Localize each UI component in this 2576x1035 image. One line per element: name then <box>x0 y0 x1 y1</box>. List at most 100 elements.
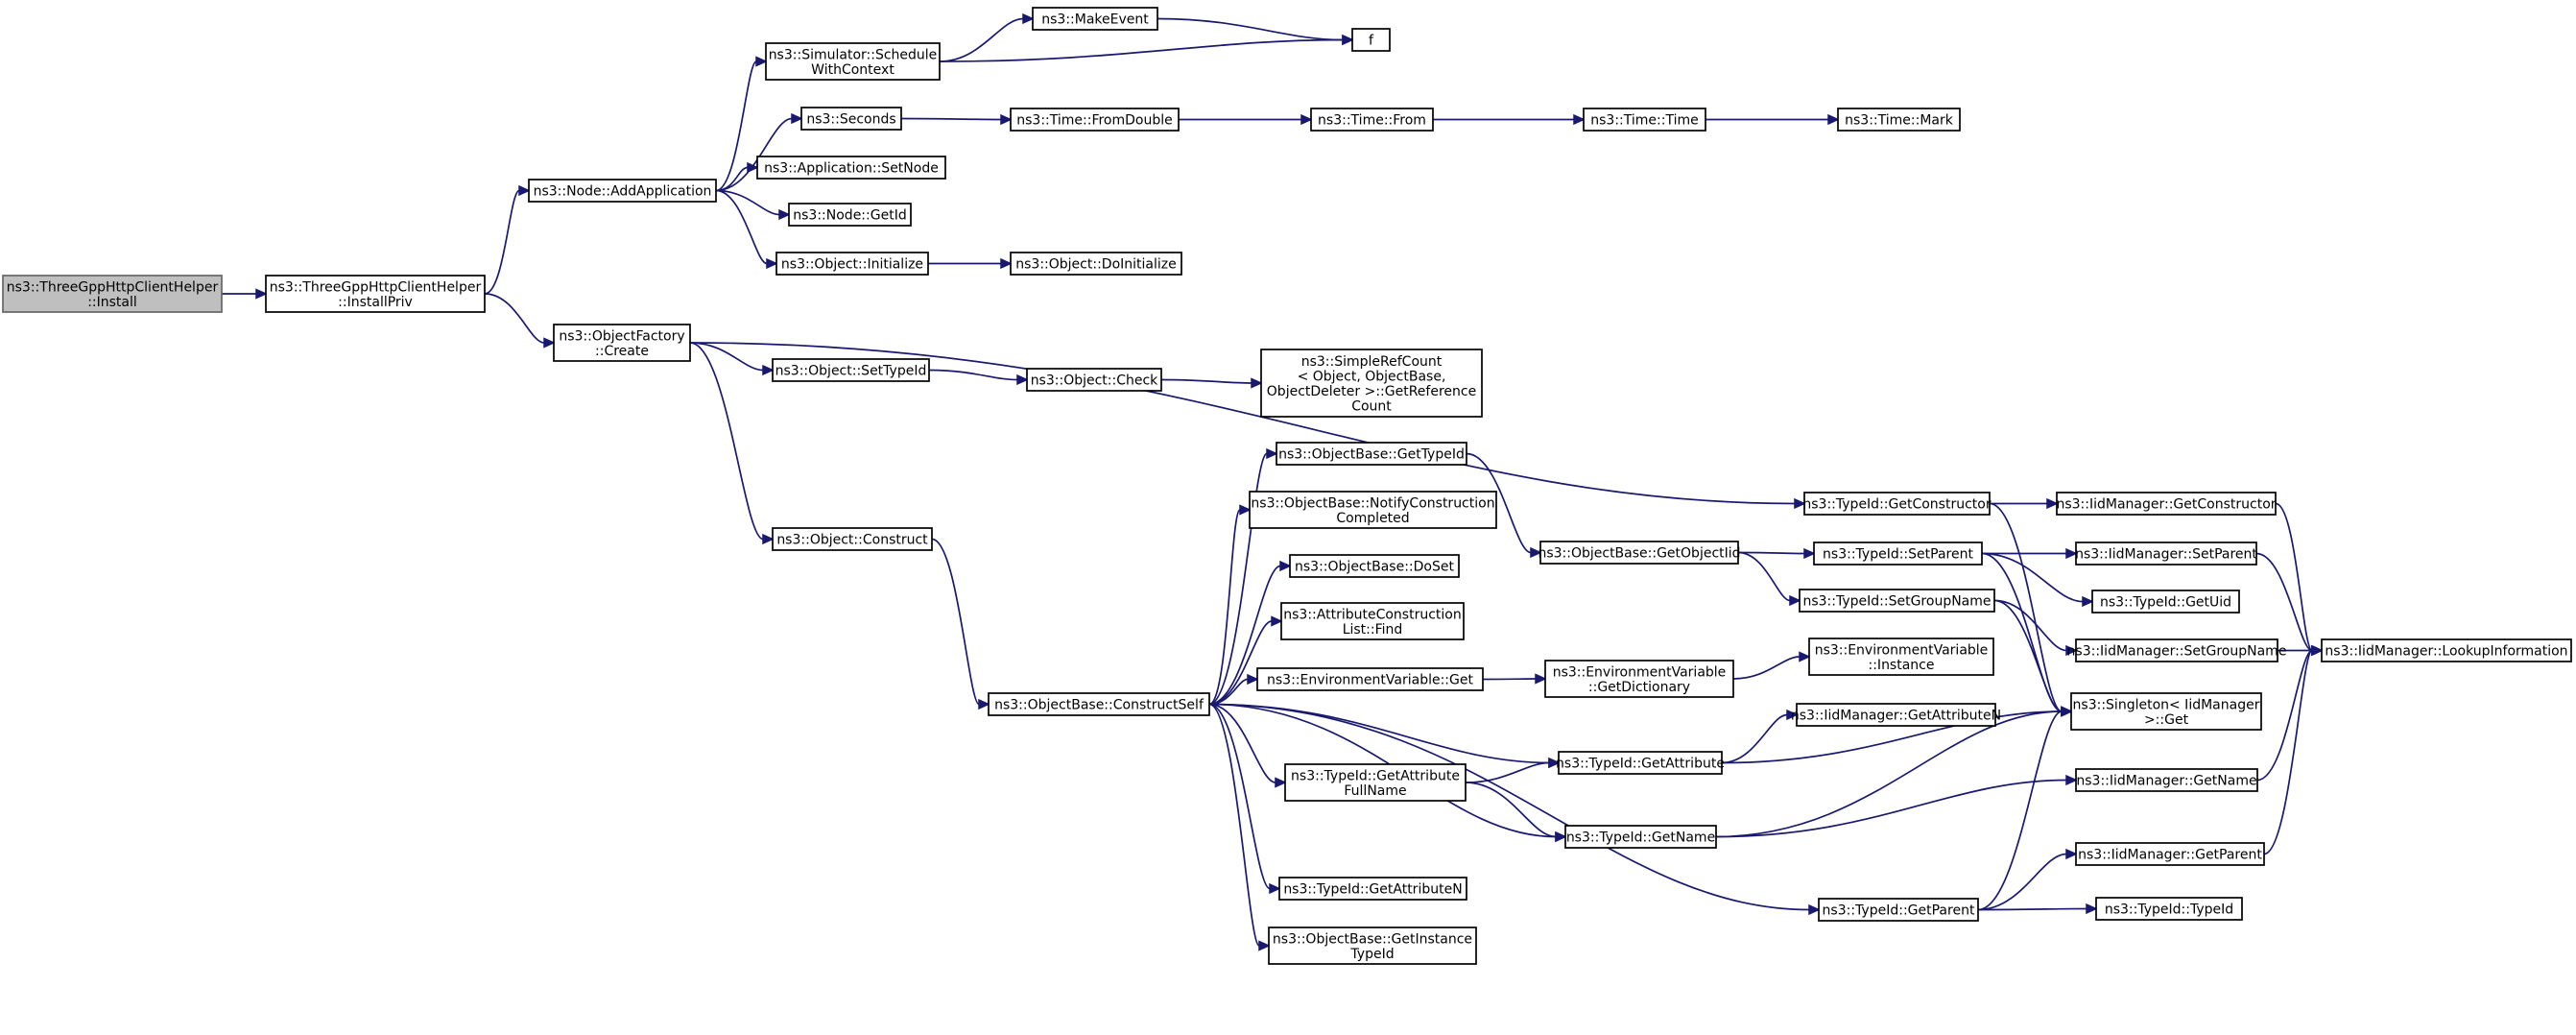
node-getattrn[interactable]: ns3::TypeId::GetAttributeN <box>1278 877 1467 901</box>
node-notifyconst[interactable]: ns3::ObjectBase::NotifyConstructionCompl… <box>1249 491 1497 529</box>
node-timefrom[interactable]: ns3::Time::From <box>1310 108 1434 132</box>
node-objinit[interactable]: ns3::Object::Initialize <box>775 252 929 276</box>
node-getconstructor[interactable]: ns3::TypeId::GetConstructor <box>1802 492 1992 516</box>
node-addapp[interactable]: ns3::Node::AddApplication <box>528 179 717 203</box>
edge-arrowhead <box>762 533 775 545</box>
edge-installpriv-to-objfactory <box>484 293 556 349</box>
edge-arrowhead <box>1342 34 1354 46</box>
node-objfactory[interactable]: ns3::ObjectFactory::Create <box>553 324 691 362</box>
node-envinstance[interactable]: ns3::EnvironmentVariable::Instance <box>1808 638 1994 676</box>
node-objconstruct[interactable]: ns3::Object::Construct <box>772 527 933 551</box>
node-label: ns3::Time::From <box>1318 113 1426 129</box>
node-envget[interactable]: ns3::EnvironmentVariable::Get <box>1256 667 1484 691</box>
node-box <box>1278 877 1467 901</box>
node-refcount[interactable]: ns3::SimpleRefCount< Object, ObjectBase,… <box>1260 349 1483 418</box>
edge-arrowhead <box>1279 560 1292 572</box>
node-label: ns3::IidManager::GetConstructor <box>2056 497 2276 513</box>
node-label: ns3::ObjectFactory <box>559 328 684 344</box>
node-timemark[interactable]: ns3::Time::Mark <box>1837 108 1961 132</box>
edge-fromdouble-to-timefrom <box>1179 113 1313 126</box>
node-label: ns3::Object::Construct <box>776 533 928 548</box>
edge-line <box>715 189 780 216</box>
node-tgetattribute[interactable]: ns3::TypeId::GetAttribute <box>1556 751 1725 775</box>
node-box <box>756 156 946 180</box>
node-doinit[interactable]: ns3::Object::DoInitialize <box>1010 252 1182 276</box>
node-iidgetname[interactable]: ns3::IidManager::GetName <box>2075 768 2258 792</box>
node-box <box>1558 751 1723 775</box>
edge-arrowhead <box>2065 848 2078 860</box>
node-iidsetgroup[interactable]: ns3::IidManager::SetGroupName <box>2067 638 2287 662</box>
edge-iidgetparent-to-lookupinfo <box>2263 644 2324 855</box>
edge-constructself-to-getattrn <box>1208 703 1281 895</box>
node-typeidtypeid[interactable]: ns3::TypeId::TypeId <box>2095 897 2243 921</box>
node-box <box>1260 349 1483 418</box>
node-settypeid[interactable]: ns3::Object::SetTypeId <box>772 358 930 382</box>
node-label: ::Create <box>595 344 649 359</box>
node-obgettypeid[interactable]: ns3::ObjectBase::GetTypeId <box>1276 442 1467 466</box>
edge-install-to-installpriv <box>222 288 268 300</box>
node-box <box>1026 368 1162 392</box>
node-label: ns3::TypeId::GetUid <box>2100 595 2231 611</box>
node-setparent[interactable]: ns3::TypeId::SetParent <box>1813 542 1983 566</box>
node-label: Completed <box>1336 511 1409 526</box>
edge-line <box>928 369 1018 381</box>
node-box <box>800 107 902 131</box>
node-box <box>988 692 1210 716</box>
node-installpriv[interactable]: ns3::ThreeGppHttpClientHelper::InstallPr… <box>265 275 486 313</box>
node-tgetname[interactable]: ns3::TypeId::GetName <box>1564 825 1717 849</box>
edge-arrowhead <box>2086 903 2098 915</box>
node-box <box>772 527 933 551</box>
node-constructself[interactable]: ns3::ObjectBase::ConstructSelf <box>988 692 1210 716</box>
node-setgroupname[interactable]: ns3::TypeId::SetGroupName <box>1799 589 1995 613</box>
edge-arrowhead <box>1803 547 1816 560</box>
node-box <box>1284 763 1467 802</box>
edge-line <box>1482 678 1537 681</box>
node-objcheck[interactable]: ns3::Object::Check <box>1026 368 1162 392</box>
node-box <box>1837 108 1961 132</box>
edge-line <box>1989 502 2063 712</box>
node-label: FullName <box>1344 783 1406 799</box>
node-label: ns3::Object::Initialize <box>781 257 923 273</box>
node-setnode[interactable]: ns3::Application::SetNode <box>756 156 946 180</box>
edge-constructself-to-notifyconst <box>1208 504 1252 706</box>
node-getuid[interactable]: ns3::TypeId::GetUid <box>2091 590 2240 614</box>
node-label: ns3::Seconds <box>806 112 895 128</box>
node-label: ns3::TypeId::SetParent <box>1823 547 1973 563</box>
edge-addapp-to-objinit <box>715 189 778 270</box>
node-install[interactable]: ns3::ThreeGppHttpClientHelper::Install <box>2 275 223 313</box>
node-nodegetid[interactable]: ns3::Node::GetId <box>788 203 912 227</box>
node-box <box>2 275 223 313</box>
edge-arrowhead <box>1827 113 1840 126</box>
edge-line <box>1160 378 1252 384</box>
node-doset[interactable]: ns3::ObjectBase::DoSet <box>1289 554 1460 578</box>
node-fromdouble[interactable]: ns3::Time::FromDouble <box>1010 108 1180 132</box>
node-iidgetparent[interactable]: ns3::IidManager::GetParent <box>2075 842 2265 866</box>
edge-line <box>1993 599 2063 712</box>
node-makeevent[interactable]: ns3::MakeEvent <box>1032 7 1158 31</box>
node-iidgetconstr[interactable]: ns3::IidManager::GetConstructor <box>2056 492 2277 516</box>
node-seconds[interactable]: ns3::Seconds <box>800 107 902 131</box>
node-f[interactable]: f <box>1351 28 1391 52</box>
edge-line <box>931 538 980 706</box>
node-iidgetattrn[interactable]: ns3::IidManager::GetAttributeN <box>1791 703 2001 727</box>
edge-line <box>1208 703 1271 890</box>
node-iidsetparent[interactable]: ns3::IidManager::SetParent <box>2075 542 2257 566</box>
node-getdictionary[interactable]: ns3::EnvironmentVariable::GetDictionary <box>1544 660 1734 698</box>
edge-constructself-to-getinsttypeid <box>1208 703 1271 951</box>
node-tgetparent[interactable]: ns3::TypeId::GetParent <box>1818 898 1979 922</box>
node-lookupinfo[interactable]: ns3::IidManager::LookupInformation <box>2321 638 2572 662</box>
node-singletonget[interactable]: ns3::Singleton< IidManager>::Get <box>2070 692 2262 731</box>
node-getobjectiid[interactable]: ns3::ObjectBase::GetObjectIid <box>1538 541 1741 565</box>
node-timetime[interactable]: ns3::Time::Time <box>1583 108 1706 132</box>
edge-makeevent-to-f <box>1157 17 1354 46</box>
edge-tgetattribute-to-iidgetattrn <box>1721 709 1799 764</box>
edge-arrowhead <box>1000 257 1013 270</box>
edge-getobjectiid-to-setparent <box>1737 547 1816 560</box>
node-box <box>1799 589 1995 613</box>
edge-line <box>2263 649 2313 855</box>
